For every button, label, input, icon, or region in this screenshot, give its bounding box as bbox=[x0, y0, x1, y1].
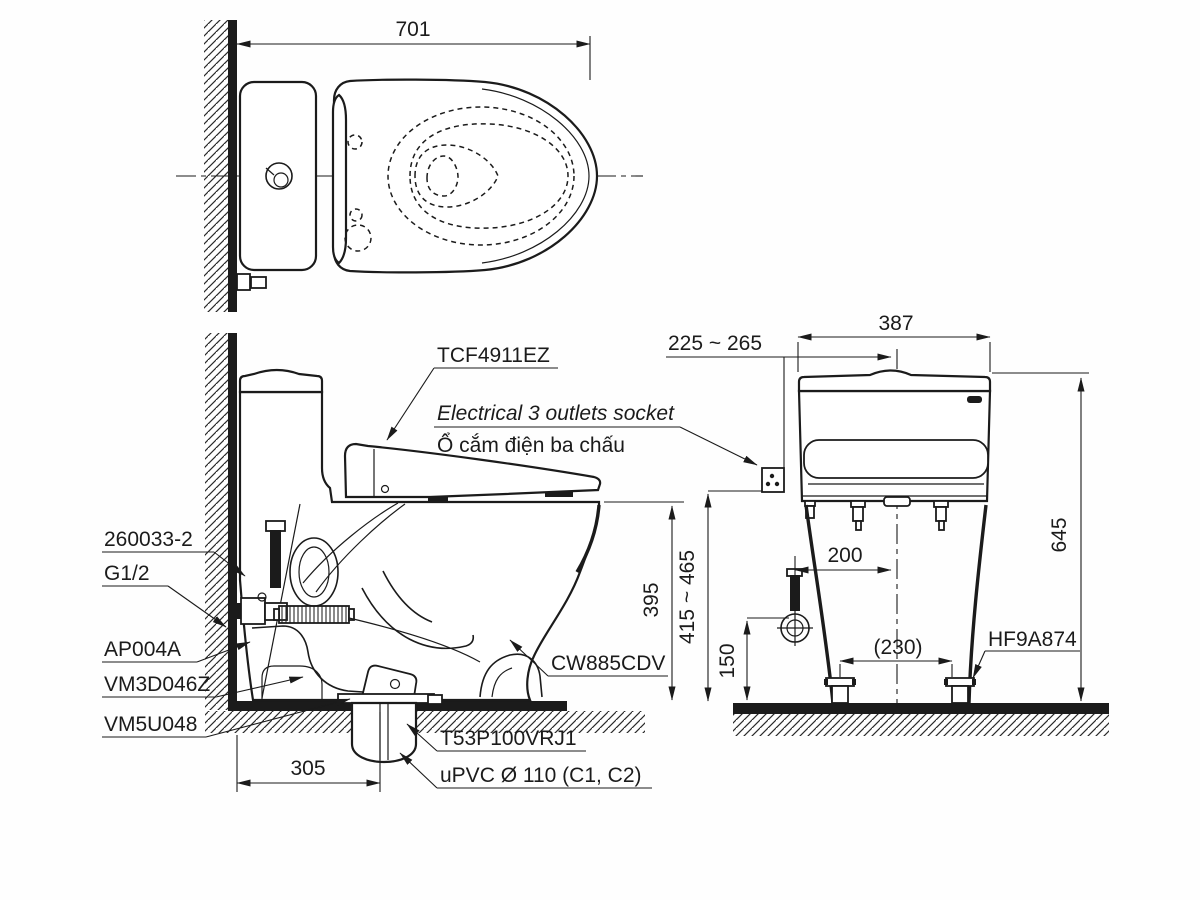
lid-hinge-edge bbox=[331, 93, 348, 265]
supply-valve-symbol bbox=[777, 568, 813, 646]
wall-line bbox=[228, 333, 237, 711]
wall-line bbox=[228, 20, 237, 312]
label-drain-pipe: uPVC Ø 110 (C1, C2) bbox=[399, 752, 652, 789]
floor-bolt-caps bbox=[824, 677, 976, 704]
label-bolt-cap: HF9A874 bbox=[972, 628, 1080, 679]
stop-valve-code: AP004A bbox=[104, 638, 181, 661]
floor-line bbox=[733, 703, 1109, 714]
dim-bolt-spacing-group: (230) bbox=[839, 636, 953, 677]
top-view: 701 bbox=[176, 18, 643, 312]
supply-pipe bbox=[270, 530, 281, 588]
label-flange: VM5U048 bbox=[102, 698, 351, 738]
washlet-code: TCF4911EZ bbox=[437, 344, 550, 367]
side-view: 395 305 bbox=[205, 333, 684, 792]
body-right-profile bbox=[967, 504, 988, 704]
label-supply-hose: 260033-2 bbox=[102, 528, 246, 577]
washlet-seat bbox=[343, 442, 602, 502]
internal-parts bbox=[231, 502, 543, 700]
dim-supply-side-offset-group: 200 bbox=[794, 544, 892, 576]
floor-hatch bbox=[733, 714, 1109, 736]
socket-label-vi: Ổ cắm điện ba chấu bbox=[437, 433, 625, 457]
dim-bolt-spacing: (230) bbox=[873, 636, 922, 659]
dim-socket-side-offset: 225 ~ 265 bbox=[668, 332, 762, 355]
tank-lid-side bbox=[238, 368, 324, 394]
dim-overall-height-group: 645 bbox=[992, 372, 1089, 702]
wall-hatch bbox=[204, 20, 228, 312]
floor-hatch bbox=[205, 711, 645, 733]
tank-lid-rear bbox=[797, 369, 992, 393]
drain-pipe-code: uPVC Ø 110 (C1, C2) bbox=[440, 764, 642, 787]
dim-overall-depth-group: 701 bbox=[236, 18, 591, 80]
seat-plan-outline bbox=[332, 78, 599, 274]
dim-bowl-height-group: 395 bbox=[604, 501, 684, 701]
socket-label-en: Electrical 3 outlets socket bbox=[437, 402, 675, 425]
joint-code: T53P100VRJ1 bbox=[440, 727, 577, 750]
wall-bracket bbox=[236, 273, 267, 291]
dim-supply-height-group: 150 bbox=[716, 617, 789, 701]
label-joint: T53P100VRJ1 bbox=[406, 723, 586, 752]
part-labels: TCF4911EZ Electrical 3 outlets socket Ổ … bbox=[102, 344, 758, 789]
seat-inner-edge bbox=[481, 88, 590, 264]
dim-supply-height: 150 bbox=[716, 643, 739, 678]
flange-code: VM5U048 bbox=[104, 713, 197, 736]
label-gasket: VM3D046Z bbox=[102, 673, 304, 698]
dim-trap-rough-in: 305 bbox=[290, 757, 325, 780]
supply-hose-code: 260033-2 bbox=[104, 528, 193, 551]
body-left-profile bbox=[804, 504, 835, 704]
bolt-cap-code: HF9A874 bbox=[988, 628, 1077, 651]
label-stop-valve: AP004A bbox=[102, 638, 251, 663]
rear-view: 387 225 ~ 265 415 ~ 465 645 200 bbox=[666, 312, 1109, 736]
dim-bowl-height: 395 bbox=[640, 582, 663, 617]
dim-socket-height: 415 ~ 465 bbox=[676, 550, 699, 644]
dim-trap-rough-in-group: 305 bbox=[236, 712, 381, 792]
dim-supply-side-offset: 200 bbox=[827, 544, 862, 567]
label-socket: Electrical 3 outlets socket Ổ cắm điện b… bbox=[434, 402, 758, 466]
label-washlet: TCF4911EZ bbox=[386, 344, 558, 441]
gasket-code: VM3D046Z bbox=[104, 673, 210, 696]
dim-socket-height-group: 415 ~ 465 bbox=[676, 490, 762, 702]
stop-valve-body bbox=[240, 597, 266, 625]
dim-overall-height: 645 bbox=[1048, 517, 1071, 552]
bowl-code: CW885CDV bbox=[551, 652, 665, 675]
dim-socket-side-offset-group: 225 ~ 265 bbox=[666, 332, 892, 468]
wall-hatch bbox=[205, 333, 228, 710]
gasket-mesh bbox=[278, 605, 350, 624]
flush-knob bbox=[265, 162, 293, 190]
dim-tank-width: 387 bbox=[878, 312, 913, 335]
drain-trap bbox=[337, 693, 443, 764]
logo-mark bbox=[967, 396, 982, 403]
tank-plan bbox=[238, 80, 318, 272]
dim-overall-depth: 701 bbox=[395, 18, 430, 41]
tank-bolts bbox=[804, 500, 949, 531]
label-bowl: CW885CDV bbox=[509, 639, 668, 677]
dim-tank-width-group: 387 bbox=[797, 312, 991, 372]
tank-back-panel bbox=[803, 439, 989, 479]
bowl-contours bbox=[344, 106, 575, 252]
thread-code: G1/2 bbox=[104, 562, 150, 585]
label-thread: G1/2 bbox=[102, 562, 227, 628]
bowl-rear-curve bbox=[575, 504, 601, 573]
electrical-socket bbox=[761, 467, 785, 493]
